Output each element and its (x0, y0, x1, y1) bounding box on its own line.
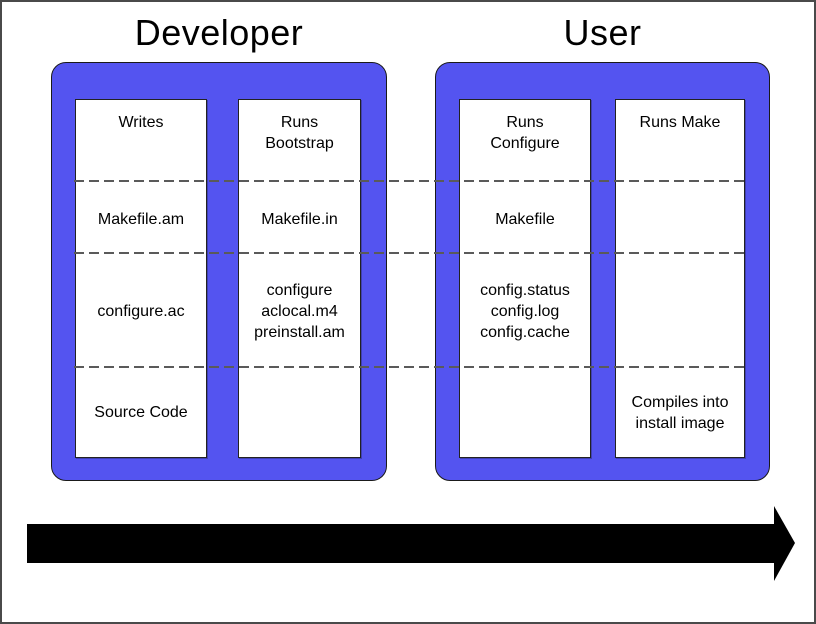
dashed-divider-3 (74, 366, 744, 368)
cell-makefile-in: Makefile.in (261, 210, 338, 228)
cell-makefile-am: Makefile.am (97, 210, 185, 228)
cell-configure-files: configure aclocal.m4 preinstall.am (254, 282, 345, 341)
cell-empty (460, 368, 590, 457)
cell-runs-make: Runs Make (639, 114, 721, 131)
column-configure: Runs Configure Makefile config.status co… (459, 99, 591, 458)
dashed-divider-2 (74, 252, 744, 254)
timeline-arrow-body (27, 524, 774, 563)
developer-title: Developer (134, 12, 304, 53)
cell-empty (616, 255, 744, 368)
cell-config-files: config.status config.log config.cache (480, 282, 570, 341)
cell-empty (239, 368, 360, 457)
cell-configure-ac: configure.ac (97, 303, 185, 320)
user-box: Runs Configure Makefile config.status co… (435, 62, 770, 481)
column-writes: Writes Makefile.am configure.ac Source C… (75, 99, 207, 458)
cell-writes: Writes (118, 114, 164, 131)
cell-runs-configure: Runs Configure (490, 114, 560, 152)
column-make: Runs Make Compiles into install image (615, 99, 745, 458)
cell-compiles-into: Compiles into install image (631, 393, 729, 432)
cell-empty (616, 183, 744, 255)
cell-runs-bootstrap: Runs Bootstrap (265, 114, 334, 152)
cell-makefile: Makefile (495, 210, 555, 228)
user-title: User (563, 12, 642, 53)
column-bootstrap: Runs Bootstrap Makefile.in configure acl… (238, 99, 361, 458)
developer-box: Writes Makefile.am configure.ac Source C… (51, 62, 387, 481)
cell-source-code: Source Code (94, 404, 188, 421)
timeline-arrow-head-icon (774, 506, 795, 581)
dashed-divider-1 (74, 180, 744, 182)
